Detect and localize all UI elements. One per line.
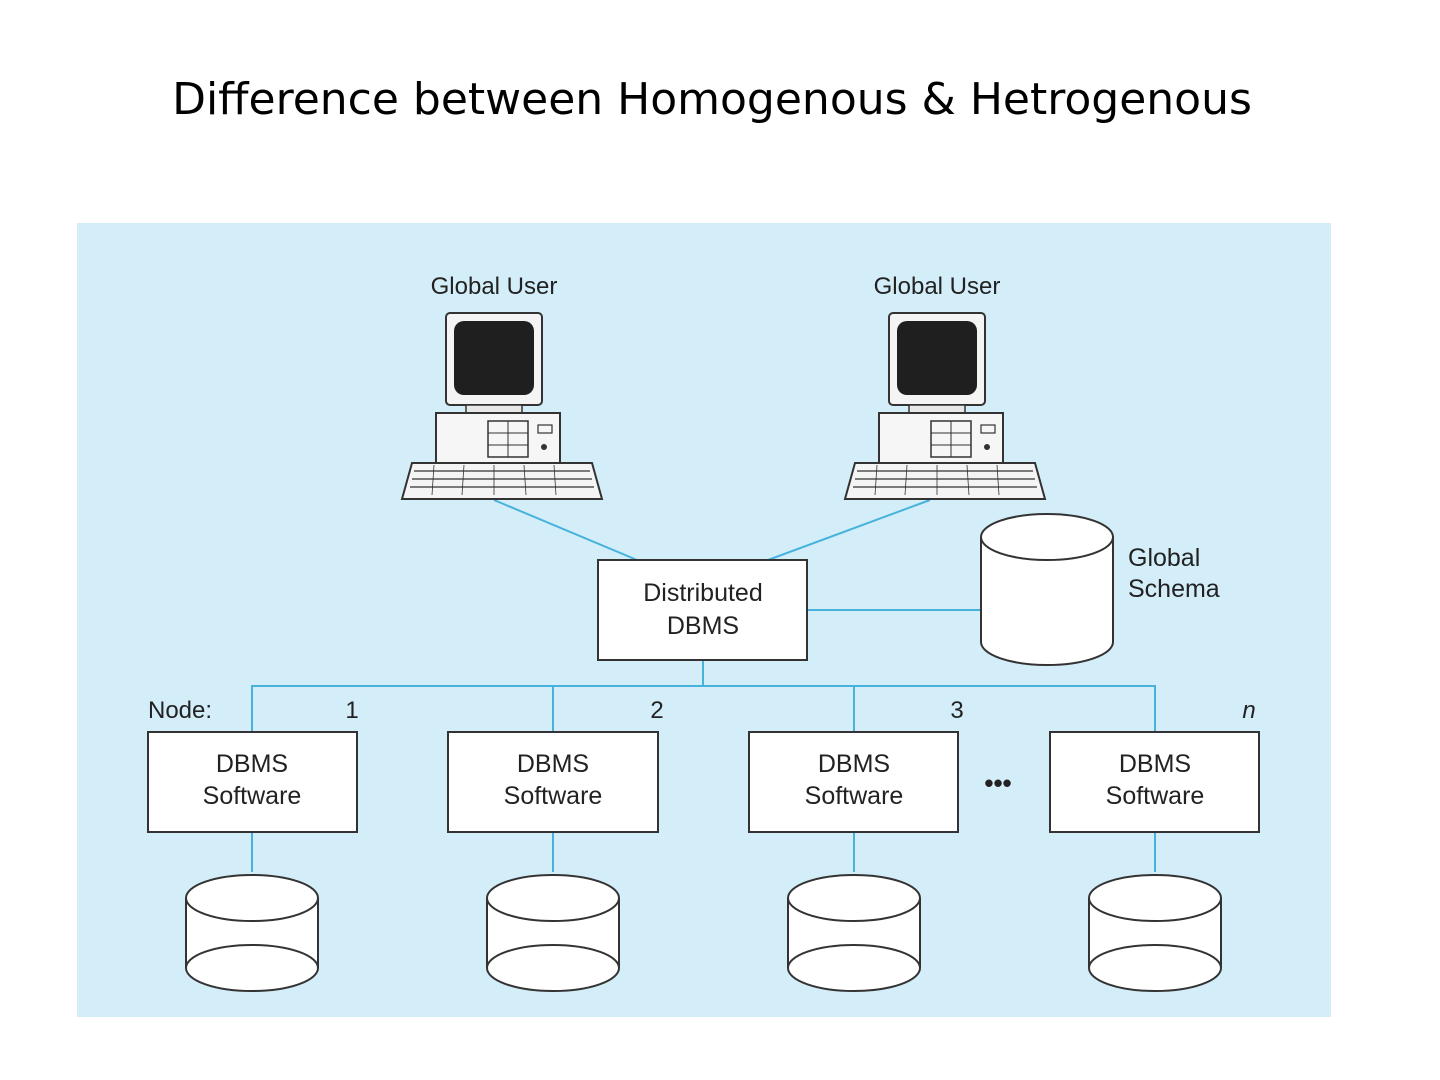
node-n: DBMS Software — [1049, 731, 1260, 992]
global-schema-line1: Global — [1128, 544, 1200, 572]
dbms-software-line1: DBMS — [1119, 750, 1191, 778]
node-number-2: 2 — [650, 697, 663, 724]
global-user-2: Global User — [844, 273, 1046, 500]
global-schema-line2: Schema — [1128, 575, 1220, 603]
node-number-3: 3 — [950, 697, 963, 724]
dbms-software-line1: DBMS — [216, 750, 288, 778]
database-cylinder-icon — [486, 874, 620, 992]
database-cylinder-icon — [1088, 874, 1222, 992]
database-cylinder-icon — [185, 874, 319, 992]
ellipsis-more-nodes: ••• — [984, 768, 1011, 798]
dbms-software-line2: Software — [504, 782, 603, 810]
dbms-software-box — [1049, 731, 1260, 833]
dbms-software-line1: DBMS — [517, 750, 589, 778]
dbms-software-box — [447, 731, 659, 833]
dbms-software-line1: DBMS — [818, 750, 890, 778]
dbms-software-box — [748, 731, 959, 833]
connector-lines — [251, 499, 1156, 872]
node-1: DBMS Software — [147, 731, 358, 992]
dbms-software-line2: Software — [805, 782, 904, 810]
node-3: DBMS Software — [748, 731, 959, 992]
dbms-software-line2: Software — [1106, 782, 1205, 810]
dbms-software-line2: Software — [203, 782, 302, 810]
distributed-dbms-line2: DBMS — [667, 612, 739, 640]
slide-title: Difference between Homogenous & Hetrogen… — [172, 74, 1252, 125]
global-user-label: Global User — [874, 273, 1001, 300]
node-prefix-label: Node: — [148, 697, 212, 724]
database-cylinder-icon — [787, 874, 921, 992]
node-2: DBMS Software — [447, 731, 659, 992]
distributed-dbms-diagram: Global User Global User Distributed DBMS… — [77, 223, 1331, 1017]
node-number-n: n — [1242, 697, 1255, 724]
global-schema: Global Schema — [980, 513, 1220, 666]
distributed-dbms-line1: Distributed — [643, 579, 763, 607]
global-user-label: Global User — [431, 273, 558, 300]
global-user-1: Global User — [401, 273, 603, 500]
node-number-1: 1 — [345, 697, 358, 724]
database-cylinder-icon — [980, 513, 1114, 666]
distributed-dbms-box: Distributed DBMS — [597, 559, 808, 661]
dbms-software-box — [147, 731, 358, 833]
